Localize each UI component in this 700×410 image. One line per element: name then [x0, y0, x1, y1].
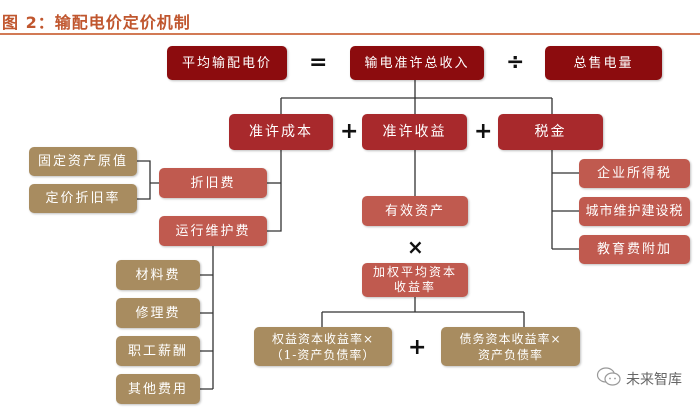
allowed-return-box: 准许收益	[362, 114, 467, 150]
equity-line-1: 权益资本收益率×	[271, 331, 375, 346]
tax-box: 税金	[498, 114, 603, 150]
total-sales-box: 总售电量	[545, 46, 662, 80]
divide-sign: ÷	[506, 50, 525, 75]
allowed-cost-box: 准许成本	[229, 114, 333, 150]
debt-return-box: 债务资本收益率× 资产负债率	[441, 327, 580, 366]
other-expenses-box: 其他费用	[116, 374, 200, 404]
repair-cost-box: 修理费	[116, 298, 200, 328]
effective-assets-box: 有效资产	[362, 196, 468, 226]
allowed-revenue-box: 输电准许总收入	[350, 46, 484, 80]
debt-line-2: 资产负债率	[477, 347, 543, 362]
watermark: 未来智库	[596, 366, 682, 392]
urban-construction-tax-box: 城市维护建设税	[579, 197, 690, 226]
watermark-text: 未来智库	[626, 372, 682, 388]
wacc-line-1: 加权平均资本	[372, 265, 457, 279]
connector-wacc-bar	[321, 311, 525, 327]
plus-sign-3: +	[408, 335, 427, 360]
equity-return-box: 权益资本收益率× （1-资产负债率）	[254, 327, 392, 366]
times-sign: ×	[407, 235, 424, 259]
depreciation-box: 折旧费	[159, 168, 267, 198]
connector-tax-items	[552, 172, 579, 250]
debt-line-1: 债务资本收益率×	[459, 331, 562, 346]
staff-salary-box: 职工薪酬	[116, 336, 200, 366]
depreciation-rate-box: 定价折旧率	[29, 184, 137, 213]
title-underline	[0, 33, 700, 35]
plus-sign-1: +	[340, 119, 359, 144]
fixed-asset-value-box: 固定资产原值	[29, 147, 137, 176]
materials-cost-box: 材料费	[116, 260, 200, 290]
equity-line-2: （1-资产负债率）	[270, 347, 376, 362]
plus-sign-2: +	[474, 119, 493, 144]
figure-title: 图 2：输配电价定价机制	[2, 13, 191, 32]
avg-tariff-box: 平均输配电价	[167, 46, 287, 80]
wechat-icon	[596, 366, 622, 392]
wacc-line-2: 收益率	[393, 280, 436, 294]
connector-operation-items	[200, 274, 213, 390]
equals-sign: =	[309, 50, 328, 75]
corporate-income-tax-box: 企业所得税	[579, 159, 690, 188]
operation-maintenance-box: 运行维护费	[159, 216, 267, 246]
connector-depreciation-inputs	[137, 160, 159, 200]
connector-cost-trunk	[267, 150, 282, 232]
education-surcharge-box: 教育费附加	[579, 235, 690, 264]
wacc-box: 加权平均资本 收益率	[362, 263, 468, 297]
